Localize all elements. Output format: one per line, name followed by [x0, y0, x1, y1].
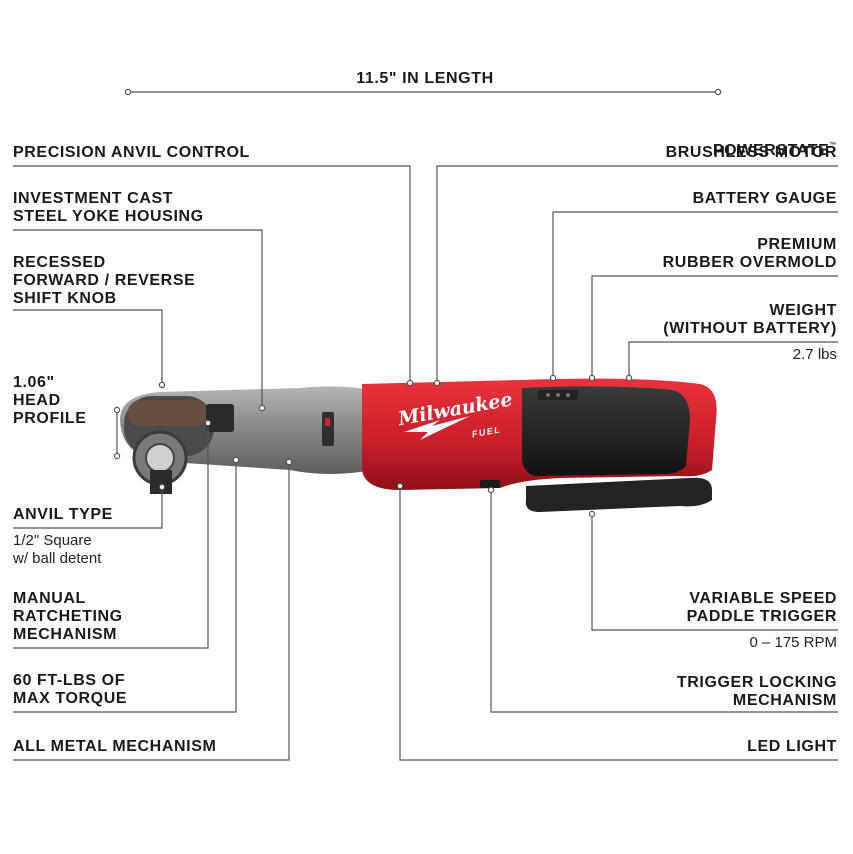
label-trigger-locking: TRIGGER LOCKING MECHANISM	[676, 674, 837, 709]
leader-manual-ratcheting	[13, 423, 209, 649]
label-precision-anvil: PRECISION ANVIL CONTROL	[13, 144, 250, 161]
label-manual-ratcheting: MANUAL RATCHETING MECHANISM	[13, 590, 123, 643]
leader-lines	[13, 165, 838, 761]
label-rubber-overmold: PREMIUM RUBBER OVERMOLD	[662, 236, 837, 271]
leader-recessed-knob	[13, 309, 163, 384]
trigger-lock-button	[480, 480, 500, 488]
trademark-mark: ™	[829, 142, 837, 149]
lightning-bolt-icon	[404, 416, 470, 440]
leader-investment-cast	[13, 229, 263, 407]
label-led-light: LED LIGHT	[747, 738, 837, 755]
leader-dots	[113, 374, 633, 518]
label-paddle-trigger: VARIABLE SPEED PADDLE TRIGGER	[686, 590, 837, 625]
leader-weight	[628, 341, 838, 378]
label-battery-gauge: BATTERY GAUGE	[692, 190, 837, 207]
label-all-metal: ALL METAL MECHANISM	[13, 738, 217, 755]
label-powerstate-text: POWERSTATE	[712, 142, 830, 159]
label-anvil-type-sub: 1/2" Square w/ ball detent	[13, 532, 102, 567]
leader-brushless	[436, 165, 838, 383]
paddle-trigger	[525, 477, 712, 512]
label-recessed-knob: RECESSED FORWARD / REVERSE SHIFT KNOB	[13, 254, 196, 307]
leader-trigger-locking	[490, 490, 838, 713]
label-head-profile: 1.06" HEAD PROFILE	[13, 374, 87, 427]
label-brushless: BRUSHLESS MOTOR	[665, 144, 837, 161]
leader-rubber-overmold	[591, 275, 838, 378]
rubber-overmold-grip	[522, 386, 690, 476]
leader-paddle-trigger	[591, 514, 838, 631]
label-anvil-type: ANVIL TYPE	[13, 506, 113, 523]
length-dimension-line	[124, 88, 722, 96]
label-investment-cast: INVESTMENT CAST STEEL YOKE HOUSING	[13, 190, 204, 225]
square-anvil	[150, 470, 172, 494]
leader-battery-gauge	[552, 211, 838, 378]
leader-max-torque	[13, 460, 237, 713]
ratchet-tool	[120, 378, 717, 512]
leader-anvil-type	[13, 488, 163, 529]
label-weight-sub: 2.7 lbs	[792, 346, 837, 363]
leader-all-metal	[13, 462, 290, 761]
length-label: 11.5" IN LENGTH	[356, 70, 494, 87]
shift-knob	[206, 404, 234, 432]
leader-led-light	[399, 486, 838, 761]
label-max-torque: 60 FT-LBS OF MAX TORQUE	[13, 672, 128, 707]
leader-precision-anvil	[13, 165, 411, 383]
label-paddle-trigger-sub: 0 – 175 RPM	[749, 634, 837, 651]
label-powerstate: POWERSTATE™	[713, 124, 837, 160]
label-weight: WEIGHT (WITHOUT BATTERY)	[663, 302, 837, 337]
